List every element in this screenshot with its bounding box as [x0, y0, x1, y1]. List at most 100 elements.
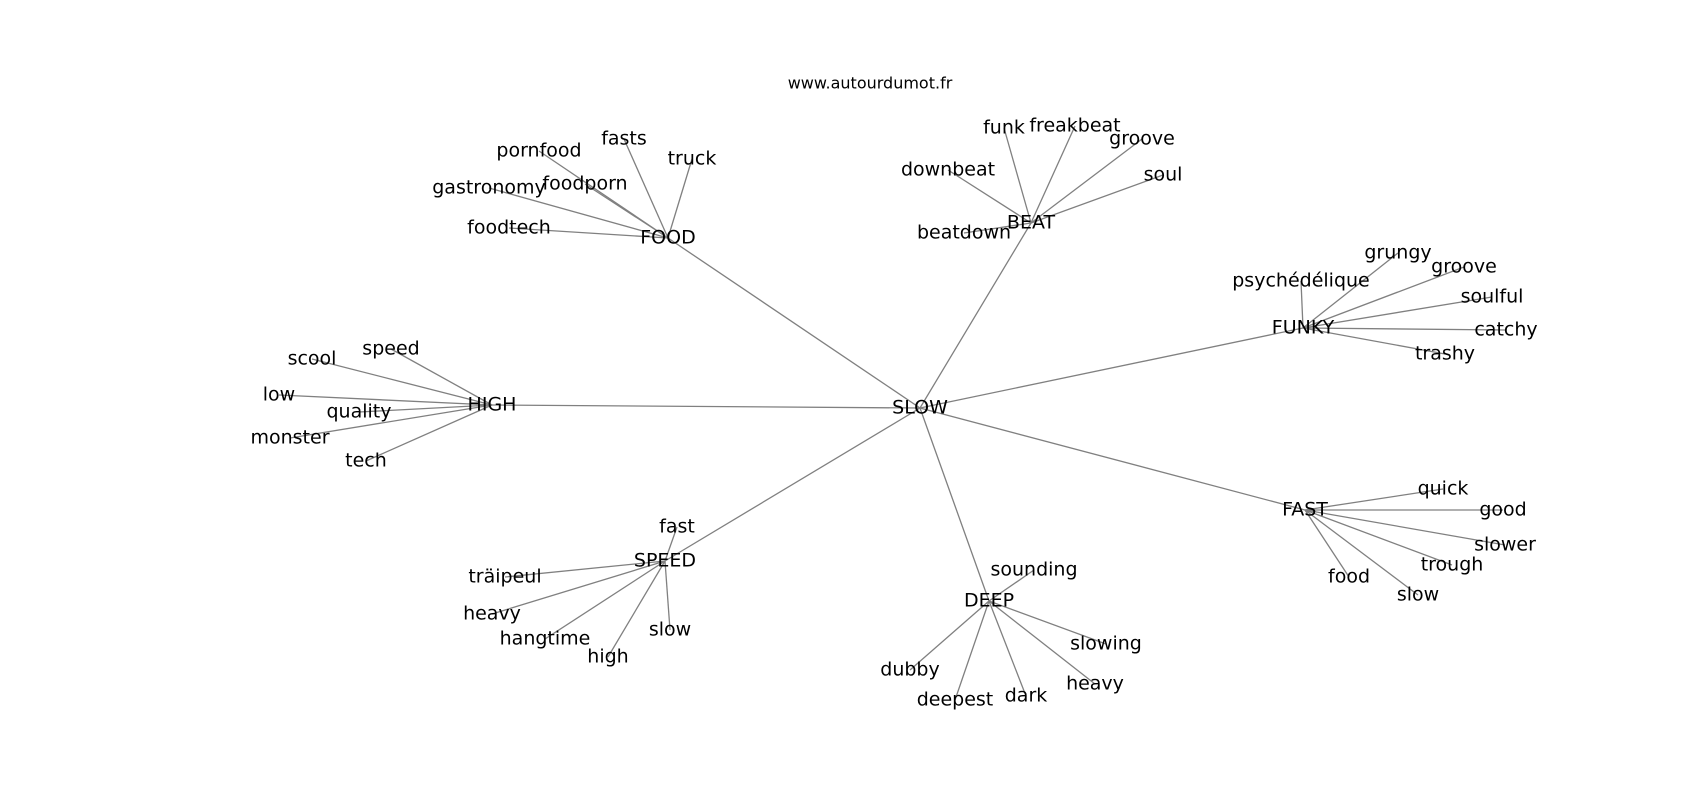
- edge-hub-to-leaf: [390, 348, 493, 406]
- edge-hub-to-leaf: [1030, 138, 1143, 224]
- leaf-node-label: slow: [1397, 584, 1439, 606]
- edge-center-to-hub: [664, 407, 921, 562]
- edge-hub-to-leaf: [278, 394, 493, 406]
- leaf-node-label: slower: [1474, 534, 1536, 556]
- edge-hub-to-leaf: [607, 560, 666, 658]
- graph-labels: SLOWFOODpornfoodfaststruckgastronomyfood…: [250, 115, 1537, 711]
- edge-hub-to-leaf: [1304, 509, 1419, 596]
- edge-hub-to-leaf: [954, 600, 990, 701]
- edge-hub-to-leaf: [358, 404, 493, 413]
- leaf-node-label: truck: [668, 148, 717, 170]
- edge-hub-to-leaf: [491, 560, 666, 615]
- edge-hub-to-leaf: [1300, 280, 1304, 329]
- edge-hub-to-leaf: [289, 404, 493, 439]
- leaf-node-label: monster: [250, 427, 329, 449]
- leaf-node-label: dark: [1005, 685, 1048, 707]
- edge-hub-to-leaf: [1030, 174, 1164, 224]
- edge-center-to-hub: [491, 404, 921, 409]
- hub-node-label: FOOD: [640, 227, 695, 249]
- edge-hub-to-leaf: [623, 138, 669, 239]
- edge-hub-to-leaf: [988, 600, 1107, 645]
- edge-center-to-hub: [919, 222, 1032, 409]
- leaf-node-label: träipeul: [468, 566, 541, 588]
- edge-hub-to-leaf: [1304, 509, 1350, 578]
- edge-center-to-hub: [667, 237, 921, 409]
- leaf-node-label: pornfood: [496, 140, 581, 162]
- leaf-node-label: hangtime: [500, 628, 591, 650]
- leaf-node-label: quick: [1418, 478, 1469, 500]
- leaf-node-label: slow: [649, 619, 691, 641]
- leaf-node-label: beatdown: [917, 222, 1011, 244]
- leaf-node-label: deepest: [917, 689, 994, 711]
- watermark-text: www.autourdumot.fr: [788, 74, 953, 93]
- edge-hub-to-leaf: [963, 222, 1032, 234]
- leaf-node-label: downbeat: [901, 159, 995, 181]
- edge-hub-to-leaf: [1302, 252, 1399, 329]
- hub-node-label: FUNKY: [1272, 317, 1335, 339]
- leaf-node-label: heavy: [463, 603, 521, 625]
- edge-center-to-hub: [919, 407, 1306, 511]
- edge-hub-to-leaf: [544, 560, 666, 640]
- edge-hub-to-leaf: [667, 158, 693, 239]
- leaf-node-label: groove: [1431, 256, 1497, 278]
- leaf-node-label: funk: [983, 117, 1025, 139]
- edge-hub-to-leaf: [311, 358, 493, 406]
- edge-hub-to-leaf: [488, 187, 669, 239]
- edge-hub-to-leaf: [1302, 296, 1493, 329]
- leaf-node-label: gastronomy: [432, 177, 546, 199]
- leaf-node-label: freakbeat: [1029, 115, 1120, 137]
- leaf-node-label: groove: [1109, 128, 1175, 150]
- edge-hub-to-leaf: [508, 227, 669, 239]
- leaf-node-label: food: [1328, 566, 1370, 588]
- hub-node-label: SPEED: [634, 550, 696, 572]
- leaf-node-label: slowing: [1070, 633, 1142, 655]
- leaf-node-label: fast: [659, 516, 695, 538]
- leaf-node-label: speed: [362, 338, 419, 360]
- edge-hub-to-leaf: [947, 169, 1032, 224]
- leaf-node-label: fasts: [601, 128, 647, 150]
- edge-hub-to-leaf: [1302, 327, 1446, 355]
- leaf-node-label: good: [1479, 499, 1526, 521]
- hub-node-label: DEEP: [964, 590, 1014, 612]
- leaf-node-label: tech: [345, 450, 387, 472]
- hub-node-label: BEAT: [1007, 212, 1056, 234]
- center-node-label: SLOW: [892, 397, 948, 419]
- edge-hub-to-leaf: [1304, 488, 1444, 511]
- edge-hub-to-leaf: [664, 526, 678, 562]
- edge-hub-to-leaf: [988, 600, 1096, 685]
- leaf-node-label: trough: [1421, 554, 1484, 576]
- edge-hub-to-leaf: [988, 569, 1035, 602]
- leaf-node-label: dubby: [880, 659, 939, 681]
- leaf-node-label: high: [587, 646, 628, 668]
- hub-node-label: FAST: [1282, 499, 1328, 521]
- leaf-node-label: grungy: [1364, 242, 1431, 264]
- edge-hub-to-leaf: [584, 183, 669, 239]
- leaf-node-label: foodporn: [542, 173, 627, 195]
- edge-hub-to-leaf: [1003, 127, 1032, 224]
- edge-hub-to-leaf: [365, 404, 493, 462]
- leaf-node-label: low: [263, 384, 295, 406]
- leaf-node-label: psychédélique: [1232, 270, 1369, 292]
- edge-hub-to-leaf: [664, 560, 671, 631]
- leaf-node-label: foodtech: [467, 217, 551, 239]
- edge-center-to-hub: [919, 407, 990, 602]
- edge-hub-to-leaf: [1030, 125, 1076, 224]
- edge-hub-to-leaf: [504, 560, 666, 578]
- leaf-node-label: quality: [327, 401, 392, 423]
- leaf-node-label: catchy: [1474, 319, 1537, 341]
- leaf-node-label: sounding: [990, 559, 1077, 581]
- leaf-node-label: trashy: [1415, 343, 1475, 365]
- edge-hub-to-leaf: [1302, 327, 1507, 331]
- edge-center-to-hub: [919, 327, 1304, 409]
- edge-hub-to-leaf: [1304, 509, 1453, 566]
- leaf-node-label: soul: [1144, 164, 1183, 186]
- edge-hub-to-leaf: [1302, 266, 1465, 329]
- edge-hub-to-leaf: [988, 600, 1027, 697]
- leaf-node-label: scool: [288, 348, 337, 370]
- graph-edges: [278, 125, 1507, 701]
- hub-node-label: HIGH: [468, 394, 517, 416]
- leaf-node-label: soulful: [1461, 286, 1524, 308]
- edge-hub-to-leaf: [909, 600, 990, 671]
- edge-hub-to-leaf: [1304, 509, 1506, 546]
